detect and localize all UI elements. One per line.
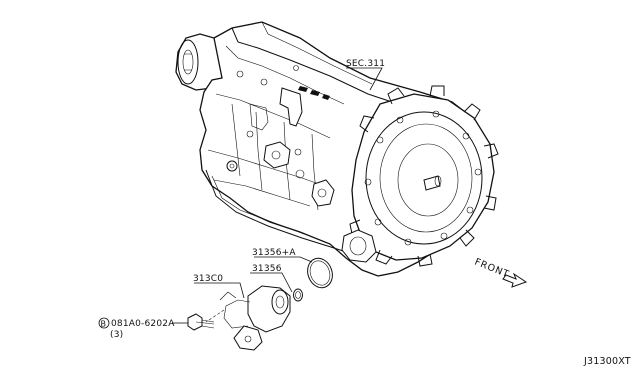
o-ring-small <box>293 288 303 302</box>
sec-311-label: SEC.311 <box>346 59 385 69</box>
o-ring-large <box>307 257 333 289</box>
front-direction-indicator: FRONT <box>473 257 528 288</box>
diagram-code: J31300XT <box>583 356 631 367</box>
transmission-assembly <box>175 21 499 277</box>
part-313c0-label: 313C0 <box>193 274 223 284</box>
mounting-bolt <box>187 313 215 331</box>
part-31356-plus-a-label: 31356+A <box>252 248 296 258</box>
front-arrow-icon <box>502 272 528 288</box>
part-31356-label: 31356 <box>252 264 282 274</box>
bolt-part-number: 081A0-6202A <box>111 319 175 329</box>
actuator-assembly <box>205 285 291 351</box>
leader-lines <box>172 67 383 324</box>
bolt-callout: B 081A0-6202A (3) <box>98 317 175 340</box>
circled-b-icon <box>98 317 110 329</box>
bolt-quantity: (3) <box>110 330 123 340</box>
bolt-symbol-letter: B <box>101 320 107 329</box>
